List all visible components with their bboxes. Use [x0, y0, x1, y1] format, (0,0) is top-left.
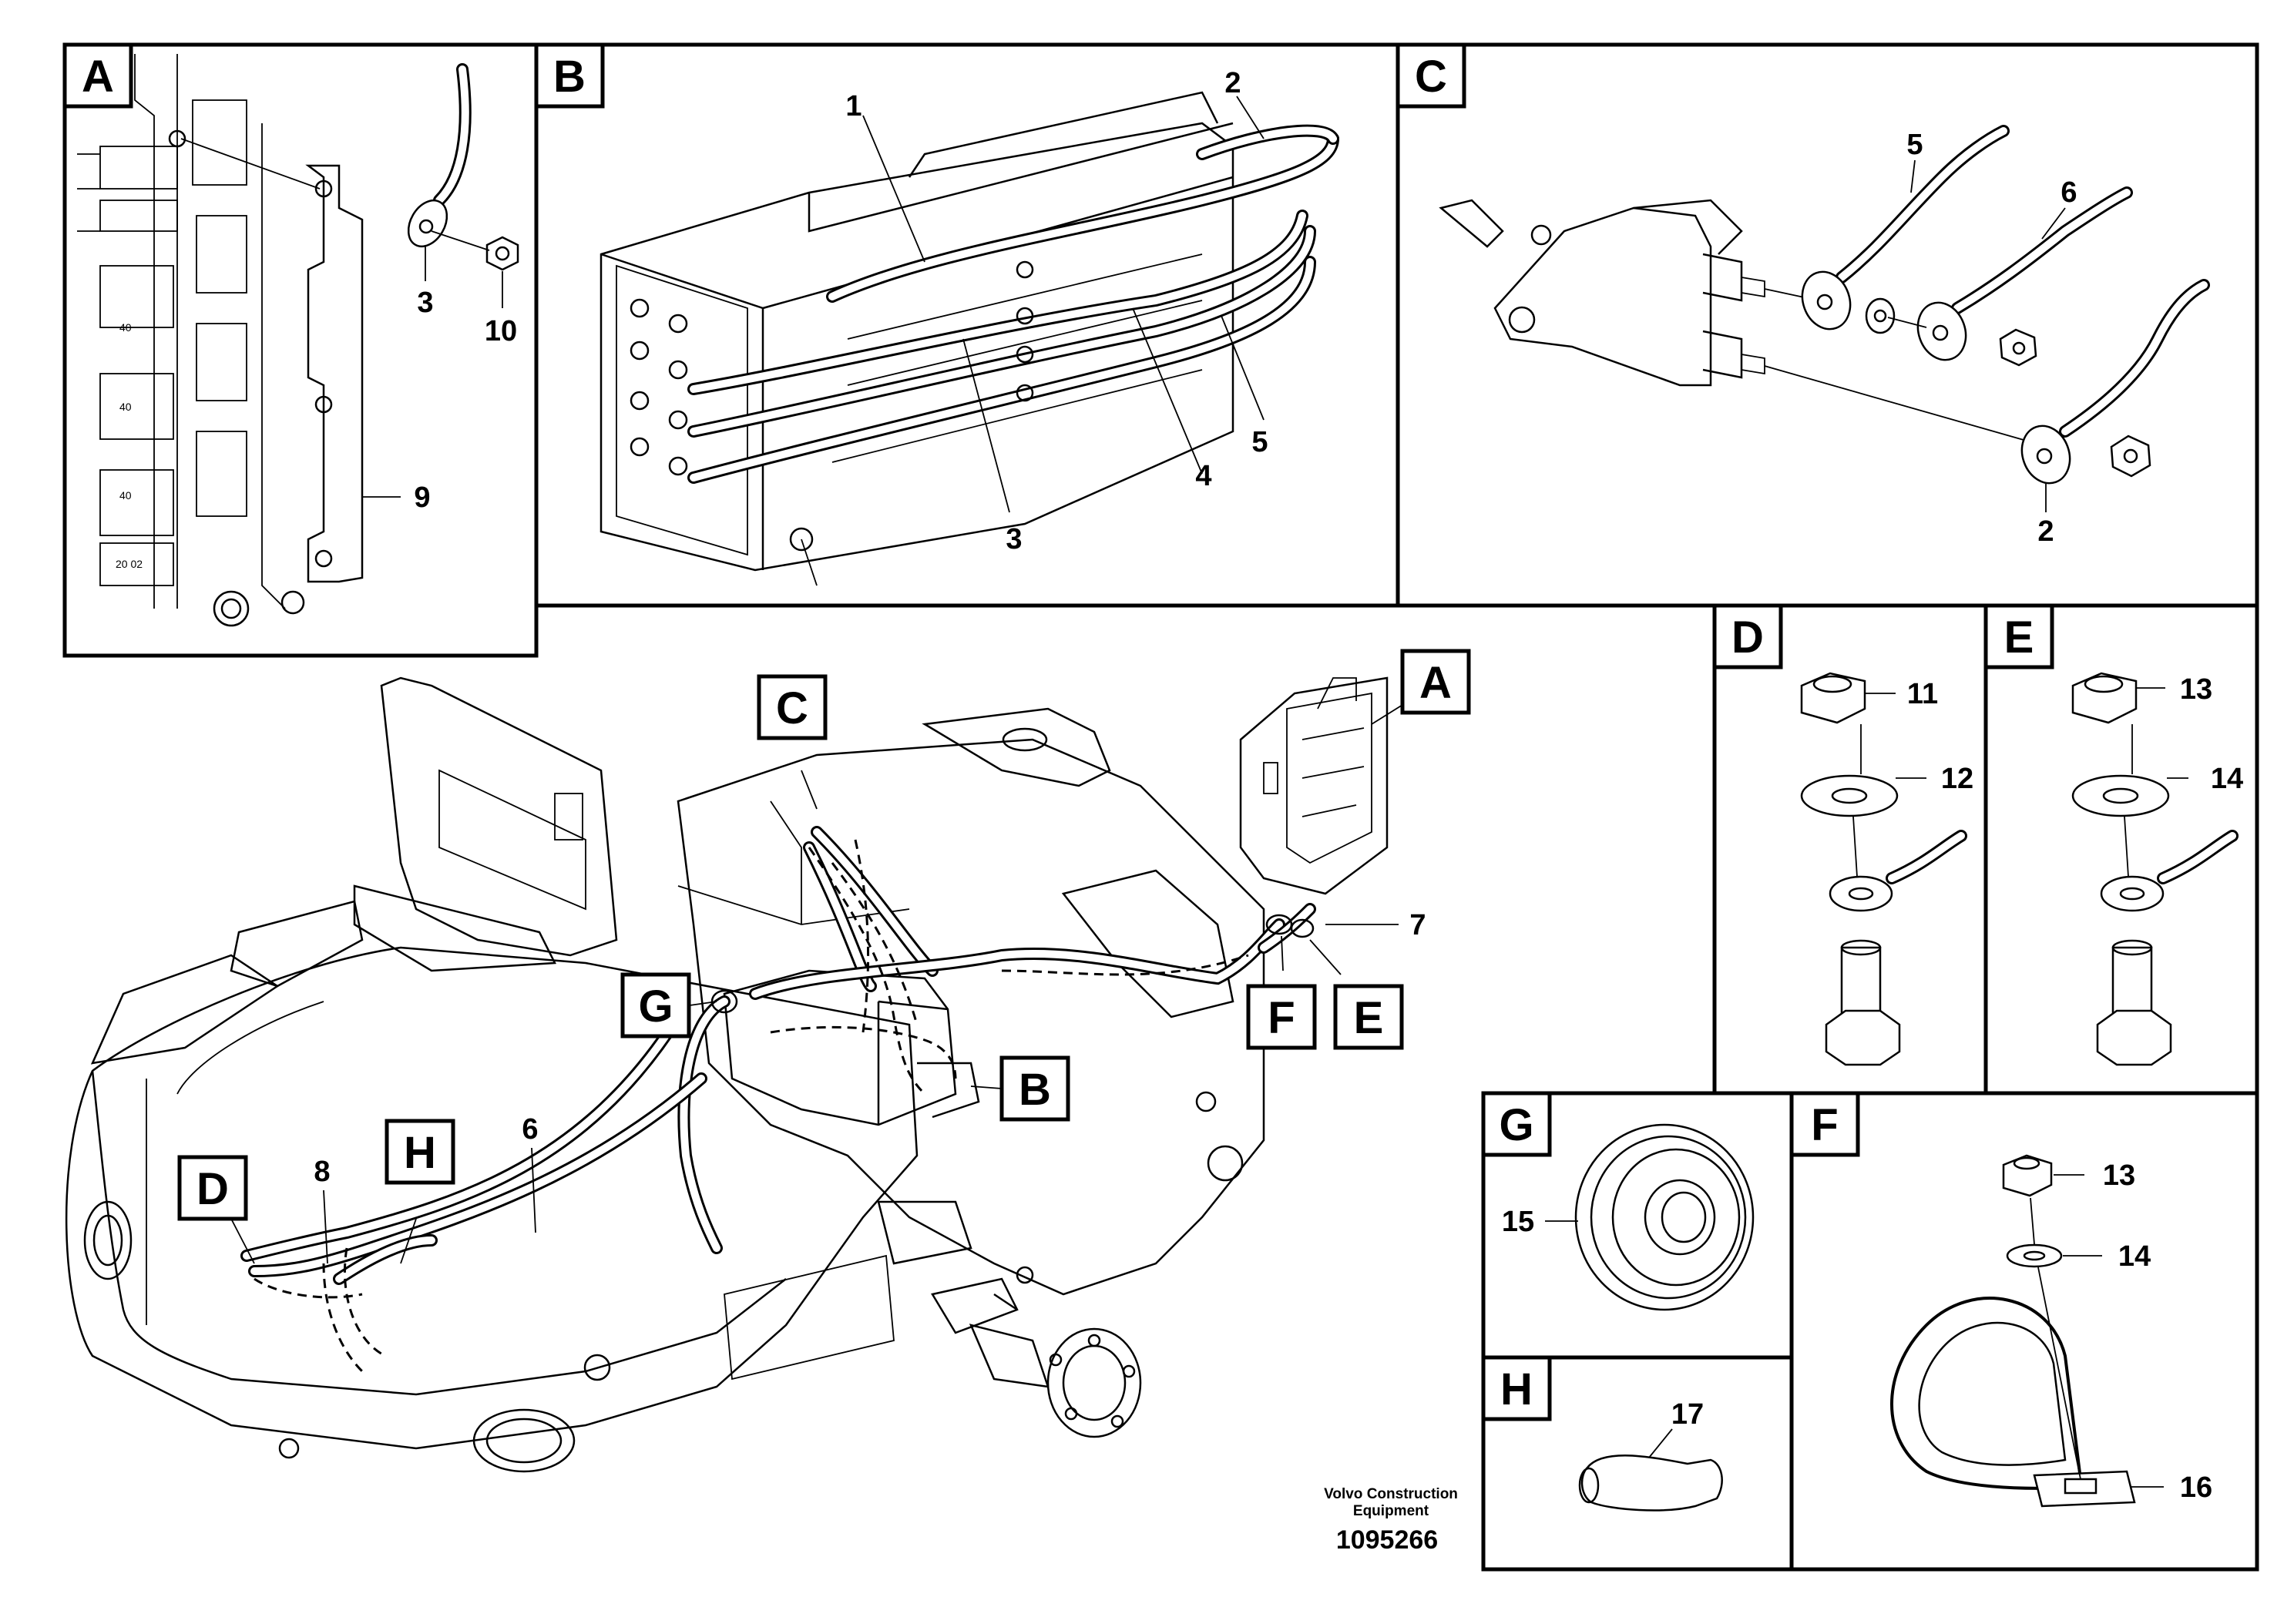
svg-text:G: G — [638, 981, 673, 1032]
main-label-7: 7 — [1409, 909, 1426, 941]
svg-text:D: D — [196, 1164, 229, 1214]
panel-a-label-3: 3 — [417, 287, 433, 319]
callout-b: B — [999, 1055, 1070, 1122]
callout-f: F — [1246, 984, 1317, 1050]
svg-text:A: A — [1419, 658, 1452, 708]
panel-h: H 17 — [1481, 1355, 1794, 1572]
panel-h-letter: H — [1500, 1364, 1533, 1414]
panel-b-label-5: 5 — [1251, 426, 1268, 458]
panel-f-label-13: 13 — [2103, 1159, 2135, 1192]
callout-h: H — [385, 1119, 455, 1185]
svg-text:H: H — [404, 1128, 436, 1178]
watermark-line1: Volvo Construction — [1324, 1486, 1458, 1502]
panel-e-label-13: 13 — [2180, 673, 2212, 706]
panel-d: D 11 12 — [1712, 603, 1988, 1096]
panel-b-label-4: 4 — [1195, 460, 1211, 492]
panel-f: F 13 14 16 — [1789, 1091, 2259, 1572]
panel-g-label-15: 15 — [1502, 1206, 1534, 1238]
callout-a: A — [1400, 649, 1471, 715]
panel-b-label-3: 3 — [1006, 523, 1022, 555]
drawing-number: 1095266 — [1336, 1525, 1438, 1555]
panel-c: C — [1396, 42, 2259, 608]
svg-text:20 02: 20 02 — [116, 558, 143, 570]
main-label-8: 8 — [314, 1156, 330, 1188]
svg-text:40: 40 — [119, 489, 132, 502]
callout-e: E — [1333, 984, 1404, 1050]
svg-text:B: B — [1019, 1065, 1051, 1115]
panel-a-letter: A — [82, 52, 114, 102]
panel-d-label-12: 12 — [1941, 763, 1973, 795]
callout-g: G — [620, 972, 691, 1038]
watermark-line2: Equipment — [1353, 1503, 1429, 1519]
volvo-watermark: Volvo Construction Equipment 1095266 — [1324, 1486, 1458, 1555]
main-label-6: 6 — [522, 1113, 538, 1146]
panel-d-letter: D — [1731, 612, 1764, 663]
panel-c-label-6: 6 — [2061, 176, 2077, 209]
panel-f-label-14: 14 — [2118, 1240, 2151, 1273]
svg-text:C: C — [776, 683, 808, 733]
svg-text:40: 40 — [119, 321, 132, 334]
panel-g-letter: G — [1499, 1100, 1533, 1150]
callout-d: D — [177, 1155, 248, 1221]
panel-f-letter: F — [1811, 1100, 1838, 1150]
panel-b-label-1: 1 — [845, 90, 862, 122]
panel-a-label-10: 10 — [485, 315, 517, 347]
panel-b-label-2: 2 — [1224, 67, 1241, 99]
panel-f-label-16: 16 — [2180, 1471, 2212, 1504]
panel-c-label-5: 5 — [1906, 129, 1923, 161]
panel-b: B — [534, 42, 1400, 608]
panel-e-label-14: 14 — [2211, 763, 2243, 795]
panel-d-label-11: 11 — [1907, 678, 1938, 710]
svg-text:F: F — [1268, 993, 1295, 1043]
panel-b-letter: B — [553, 52, 586, 102]
callout-c: C — [757, 674, 828, 740]
panel-e-letter: E — [2004, 612, 2034, 663]
main-machine-view: 7 6 8 — [65, 676, 1426, 1473]
panel-c-letter: C — [1415, 52, 1447, 102]
svg-text:40: 40 — [119, 401, 132, 413]
svg-text:E: E — [1354, 993, 1384, 1043]
panel-a: A 40 40 40 20 02 — [62, 42, 539, 658]
switch-illustration — [1439, 199, 1765, 387]
fuse-box-illustration: 40 40 40 20 02 — [77, 54, 305, 627]
panel-g: G 15 — [1481, 1091, 1794, 1360]
panel-h-label-17: 17 — [1671, 1398, 1704, 1431]
panel-a-label-9: 9 — [414, 481, 430, 514]
panel-c-label-2: 2 — [2037, 515, 2054, 548]
panel-e: E 13 14 — [1983, 603, 2259, 1096]
